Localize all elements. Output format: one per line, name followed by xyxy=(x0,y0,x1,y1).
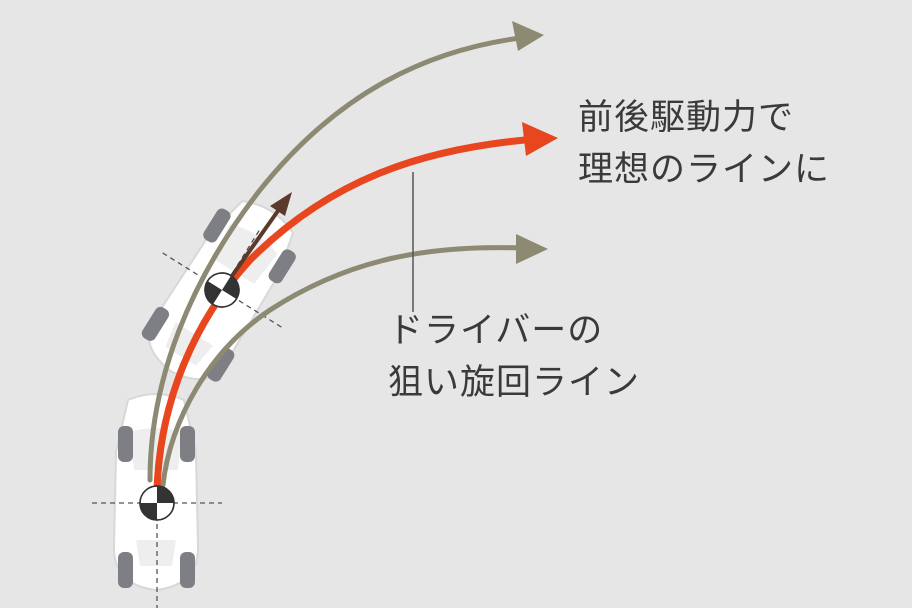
tire xyxy=(180,426,195,462)
checkered-circle-icon xyxy=(204,272,240,308)
driver-path-outer xyxy=(147,21,544,483)
ideal-line-label: 前後駆動力で 理想のラインに xyxy=(578,92,830,196)
driver-line-label-line2: 狙い旋回ライン xyxy=(388,363,641,403)
ideal-path xyxy=(153,122,558,494)
tire xyxy=(180,552,195,588)
checkered-circle-icon xyxy=(139,485,175,521)
ideal-line-label-line1: 前後駆動力で xyxy=(578,98,795,138)
tire xyxy=(203,208,231,243)
ideal-line-label-line2: 理想のラインに xyxy=(578,150,831,190)
tire xyxy=(141,306,170,341)
driver-line-label-line1: ドライバーの xyxy=(388,311,604,351)
tire xyxy=(207,347,235,382)
driver-line-label: ドライバーの 狙い旋回ライン xyxy=(388,305,640,409)
tire xyxy=(118,552,133,588)
tire xyxy=(118,426,133,462)
tire xyxy=(268,249,296,284)
driver-path-inner xyxy=(160,234,548,488)
